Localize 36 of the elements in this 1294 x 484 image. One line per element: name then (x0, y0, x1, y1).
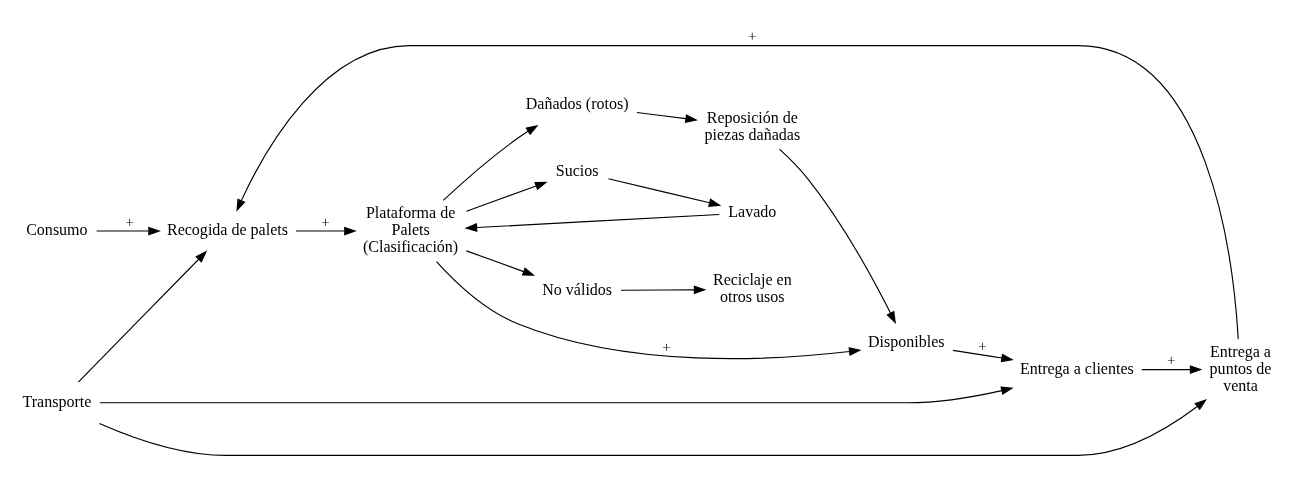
arrow (778, 148, 896, 324)
node-text: Plataforma de Palets (Clasificación) (363, 203, 459, 255)
arrow (636, 111, 698, 123)
edge-label: + (748, 27, 757, 44)
edge-label: + (125, 213, 134, 230)
arrow (99, 385, 1014, 403)
arrow (620, 284, 707, 294)
node-text: Recogida de palets (166, 220, 288, 238)
arrow (295, 226, 357, 235)
edge-label: + (321, 213, 330, 230)
arrow (96, 226, 161, 235)
edge-label: + (662, 338, 671, 355)
edge-label: + (1167, 351, 1176, 368)
node-text: Sucios (555, 161, 599, 179)
node-text: Reciclaje en otros usos (712, 270, 792, 305)
arrow (465, 249, 536, 276)
arrow (236, 44, 1239, 340)
arrow (435, 260, 862, 359)
arrow (1141, 364, 1203, 374)
arrow (465, 181, 548, 212)
arrow (607, 177, 722, 207)
edge-label: + (978, 337, 987, 354)
arrow (77, 250, 208, 383)
arrow (464, 213, 720, 232)
node-text: Consumo (26, 220, 88, 238)
node-text: No válidos (542, 280, 613, 298)
node-text: Disponibles (868, 332, 945, 350)
arrow (952, 349, 1014, 362)
node-text: Reposición de piezas dañadas (704, 108, 801, 143)
node-text: Entrega a clientes (1019, 359, 1134, 377)
node-text: Entrega a puntos de venta (1209, 342, 1272, 394)
arrow (442, 124, 539, 201)
node-text: Lavado (728, 202, 777, 220)
node-text: Dañados (rotos) (525, 94, 629, 112)
node-text: Transporte (22, 392, 92, 410)
arrow (98, 398, 1207, 456)
